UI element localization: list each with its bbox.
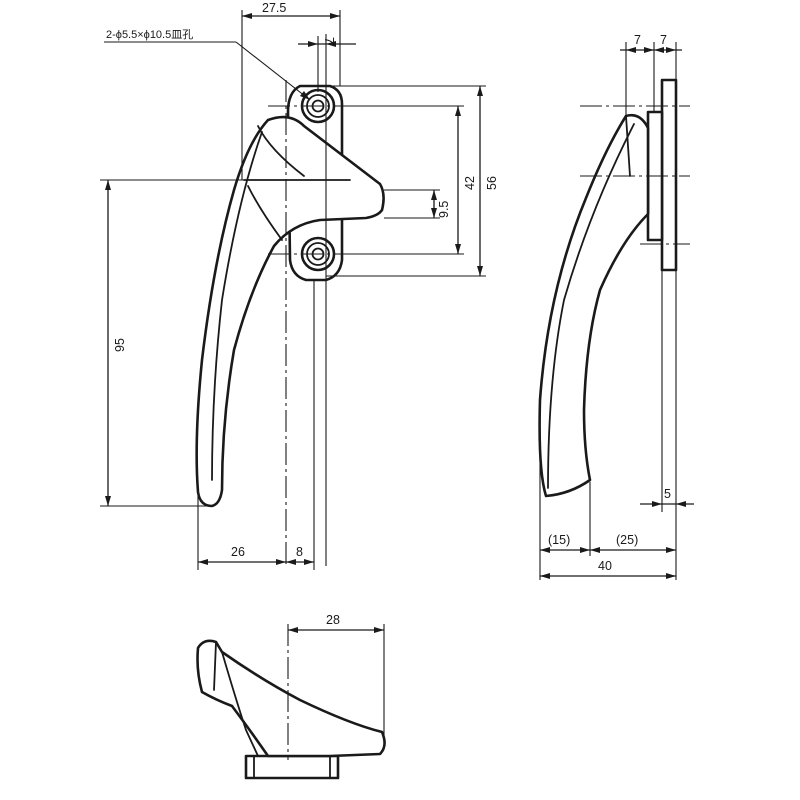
side-handle-inner-edge	[547, 123, 635, 489]
dim-arrow	[580, 547, 590, 553]
dim-arrow	[455, 106, 461, 116]
label-side-7-left: 7	[634, 33, 641, 47]
label-95: 95	[113, 338, 127, 352]
dim-arrow	[590, 547, 600, 553]
dim-arrow	[666, 573, 676, 579]
dim-arrow	[326, 41, 336, 47]
dim-arrow	[652, 501, 662, 507]
note-leader	[235, 41, 311, 101]
dim-arrow	[304, 559, 314, 565]
side-handle-lever	[538, 113, 650, 498]
dim-arrow	[676, 501, 686, 507]
dim-arrow	[105, 180, 111, 190]
dim-arrow	[477, 266, 483, 276]
dim-arrow	[198, 559, 208, 565]
front-handle-lever	[195, 115, 385, 508]
bottom-handle-inner-edge	[213, 641, 259, 757]
label-7-top: 7	[322, 37, 336, 44]
dimension-labels: 2-ϕ5.5×ϕ10.5皿孔 27.5 7 42 56 9.5 95 26 8 …	[106, 1, 671, 627]
dim-arrow	[431, 208, 437, 218]
label-side-7-right: 7	[660, 33, 667, 47]
label-side-40: 40	[598, 559, 612, 573]
label-27-5: 27.5	[262, 1, 286, 15]
dim-arrow	[666, 47, 676, 53]
label-56: 56	[485, 176, 499, 190]
bottom-handle-lever	[196, 639, 386, 758]
dim-arrow	[288, 627, 298, 633]
label-42: 42	[463, 176, 477, 190]
side-view	[538, 42, 690, 580]
dim-arrow	[540, 573, 550, 579]
dim-arrow	[242, 13, 252, 19]
label-side-5: 5	[664, 487, 671, 501]
bottom-base	[244, 754, 340, 780]
note-countersink-holes: 2-ϕ5.5×ϕ10.5皿孔	[106, 28, 193, 41]
dim-arrow	[308, 41, 318, 47]
dim-arrow	[654, 47, 664, 53]
side-handle-top-edge	[625, 115, 631, 177]
dim-arrow	[540, 547, 550, 553]
dim-arrow	[431, 190, 437, 200]
label-side-25: (25)	[616, 533, 638, 547]
dim-arrow	[286, 559, 296, 565]
front-handle-ridge	[243, 125, 351, 241]
dim-arrow	[105, 496, 111, 506]
side-base-flange	[660, 78, 678, 272]
label-bottom-28: 28	[326, 613, 340, 627]
bottom-view	[196, 624, 386, 780]
dim-arrow	[644, 47, 654, 53]
dim-arrow	[477, 86, 483, 96]
dim-arrow	[455, 244, 461, 254]
label-side-15: (15)	[548, 533, 570, 547]
label-9-5: 9.5	[437, 201, 451, 218]
front-view	[195, 34, 385, 566]
label-8: 8	[296, 545, 303, 559]
label-26: 26	[231, 545, 245, 559]
dim-arrow	[276, 559, 286, 565]
dim-arrow	[374, 627, 384, 633]
dim-arrow	[666, 547, 676, 553]
dim-arrow	[330, 13, 340, 19]
front-dimensions	[100, 10, 486, 570]
side-dimensions	[540, 47, 694, 579]
note-leader-arrow	[300, 91, 310, 100]
front-handle-inner-edge	[211, 131, 263, 481]
dim-arrow	[626, 47, 636, 53]
